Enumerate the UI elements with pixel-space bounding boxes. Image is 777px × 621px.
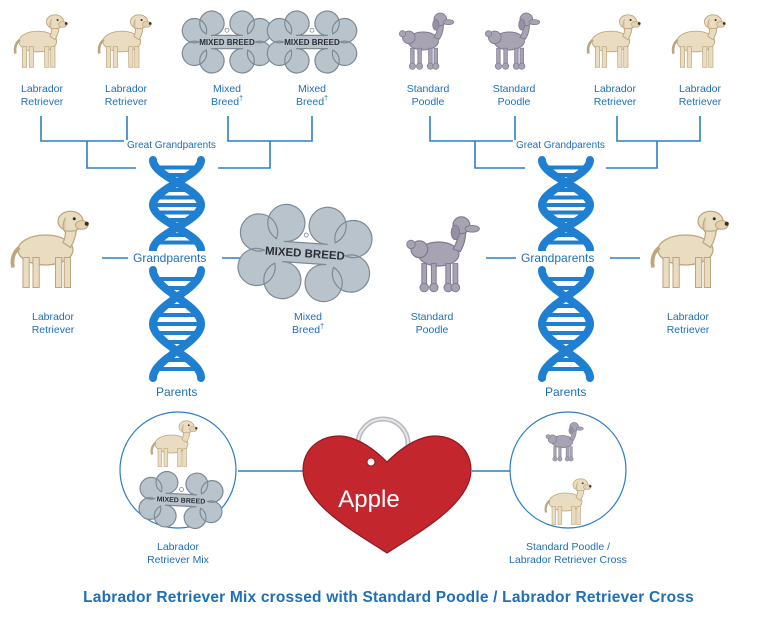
name-tag-heart-icon: Apple <box>302 416 472 554</box>
ggp-join-right-b <box>606 141 658 169</box>
dna-helix-left-lower <box>148 266 206 382</box>
ggp-bracket-left-a <box>40 116 128 142</box>
dna-strand <box>537 156 594 254</box>
dna-strand <box>149 156 206 254</box>
tag-hole <box>366 457 376 467</box>
dna-strand <box>537 266 594 382</box>
dna-helix-right-lower <box>537 266 595 382</box>
great-grandparents-heading-right: Great Grandparents <box>513 140 608 151</box>
tag-text: MIXED BREED <box>284 38 340 47</box>
dna-strand <box>538 156 595 254</box>
gp-labrador-icon-right <box>650 210 729 288</box>
tag-text: MIXED BREED <box>199 38 255 47</box>
great-grandparents-heading-left: Great Grandparents <box>124 140 219 151</box>
diagram-caption: Labrador Retriever Mix crossed with Stan… <box>83 589 694 606</box>
gp-mixed-breed-tag-left: MIXED BREED <box>237 203 373 303</box>
ggp-bracket-right-b <box>616 116 701 142</box>
ggp-poodle-icon-right-1 <box>398 12 455 70</box>
dog-name-text: Apple <box>338 486 399 513</box>
ggp-labrador-icon-left-1 <box>13 14 68 68</box>
ggp-mixed-breed-tag-left-4: MIXED BREED <box>266 10 358 74</box>
gp-labrador-icon-left <box>10 210 89 288</box>
ggp-bracket-left-b <box>227 116 313 142</box>
parents-heading-left: Parents <box>153 385 201 399</box>
parent-poodle-icon-right <box>545 422 584 462</box>
ggp-labrador-icon-right-3 <box>586 14 641 68</box>
dna-helix-left-upper <box>148 156 206 254</box>
grandparents-heading-left: Grandparents <box>130 251 210 265</box>
ggp-join-left-b <box>218 141 271 169</box>
parent-labrador-icon-right <box>544 478 592 525</box>
ggp-join-right-a <box>474 141 525 169</box>
gp-poodle-icon-right <box>406 216 480 293</box>
tag-text: MIXED BREED <box>156 496 205 506</box>
ggp-mixed-breed-tag-left-3: MIXED BREED <box>181 10 273 74</box>
dna-helix-right-upper <box>537 156 595 254</box>
ggp-join-left-a <box>86 141 136 169</box>
heart-shape <box>302 435 472 554</box>
tag-text: MIXED BREED <box>265 245 346 263</box>
parent-labrador-icon-left <box>150 420 198 467</box>
dna-strand <box>149 266 206 382</box>
ggp-bracket-right-a <box>429 116 516 142</box>
parents-heading-right: Parents <box>542 385 590 399</box>
parent-label-right: Standard Poodle /Labrador Retriever Cros… <box>509 541 627 566</box>
parent-circle-right <box>509 411 627 529</box>
dna-strand <box>148 266 205 382</box>
dna-strand <box>148 156 205 254</box>
ggp-labrador-icon-right-4 <box>671 14 726 68</box>
ggp-labrador-icon-left-2 <box>97 14 152 68</box>
parent-mixed-breed-tag-left: MIXED BREED <box>138 471 224 529</box>
ggp-poodle-icon-right-2 <box>484 12 541 70</box>
parent-circle-left <box>119 411 237 529</box>
dna-strand <box>538 266 595 382</box>
grandparents-heading-right: Grandparents <box>518 251 598 265</box>
